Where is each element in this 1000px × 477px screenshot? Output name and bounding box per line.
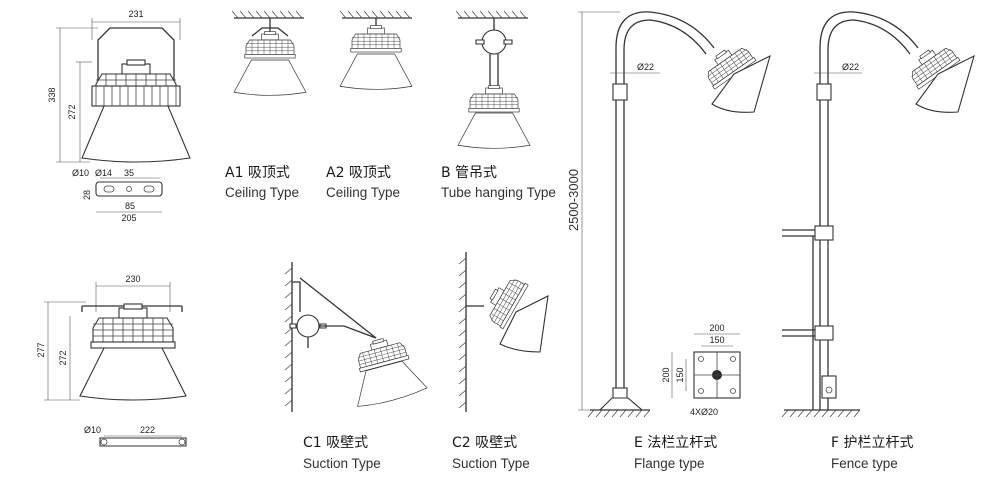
caption-c1-en: Suction Type bbox=[303, 456, 381, 471]
dim-body-height: 272 bbox=[67, 104, 77, 119]
dim-hole-d14: Ø14 bbox=[95, 168, 112, 178]
caption-b-en: Tube hanging Type bbox=[441, 185, 556, 200]
caption-a2-en: Ceiling Type bbox=[326, 185, 400, 200]
caption-a1-en: Ceiling Type bbox=[225, 185, 299, 200]
dim-bracket-85: 85 bbox=[125, 201, 135, 211]
dim-bottom-222: 222 bbox=[140, 425, 155, 435]
dim-side-body-height: 272 bbox=[58, 350, 68, 365]
dim-flange-150-left: 150 bbox=[675, 367, 685, 382]
caption-c1-cn: C1 吸壁式 bbox=[303, 435, 368, 451]
type-c1-illustration bbox=[284, 262, 429, 412]
caption-a1-cn: A1 吸顶式 bbox=[225, 165, 290, 181]
side-dimension-drawing: 230 277 272 Ø10 222 bbox=[36, 274, 187, 447]
caption-e-cn: E 法栏立杆式 bbox=[634, 435, 717, 451]
type-e-illustration: 2500-3000 Ø22 200 150 200 150 4XØ20 bbox=[566, 11, 771, 418]
dim-flange-200-left: 200 bbox=[661, 367, 671, 382]
type-b-illustration bbox=[455, 10, 531, 149]
dim-pole-height: 2500-3000 bbox=[566, 169, 581, 231]
type-a1-illustration bbox=[231, 10, 307, 96]
dim-top-width: 231 bbox=[128, 9, 143, 19]
dim-spacing-35: 35 bbox=[124, 168, 134, 178]
dim-pole-d22-f: Ø22 bbox=[842, 62, 859, 72]
dim-bottom-d10: Ø10 bbox=[84, 425, 101, 435]
dim-flange-150-top: 150 bbox=[709, 335, 724, 345]
caption-f-cn: F 护栏立杆式 bbox=[831, 435, 914, 451]
caption-c2-cn: C2 吸壁式 bbox=[452, 435, 517, 451]
type-a2-illustration bbox=[339, 10, 413, 90]
type-c2-illustration bbox=[458, 252, 549, 412]
dim-flange-holes: 4XØ20 bbox=[690, 407, 718, 417]
dim-flange-200-top: 200 bbox=[709, 323, 724, 333]
dim-side-total-height: 277 bbox=[36, 342, 46, 357]
dim-side-width: 230 bbox=[125, 274, 140, 284]
dim-bracket-28: 28 bbox=[82, 190, 92, 200]
dim-bracket-205: 205 bbox=[121, 213, 136, 223]
caption-c2-en: Suction Type bbox=[452, 456, 530, 471]
caption-f-en: Fence type bbox=[831, 456, 898, 471]
dim-total-height: 338 bbox=[47, 87, 57, 102]
front-dimension-drawing: 231 338 272 Ø10 Ø14 35 85 28 205 bbox=[47, 9, 191, 223]
type-f-illustration: Ø22 bbox=[781, 11, 975, 418]
caption-b-cn: B 管吊式 bbox=[441, 165, 497, 181]
dim-hole-d10: Ø10 bbox=[72, 168, 89, 178]
caption-a2-cn: A2 吸顶式 bbox=[326, 165, 391, 181]
dim-pole-d22-e: Ø22 bbox=[637, 62, 654, 72]
caption-e-en: Flange type bbox=[634, 456, 705, 471]
